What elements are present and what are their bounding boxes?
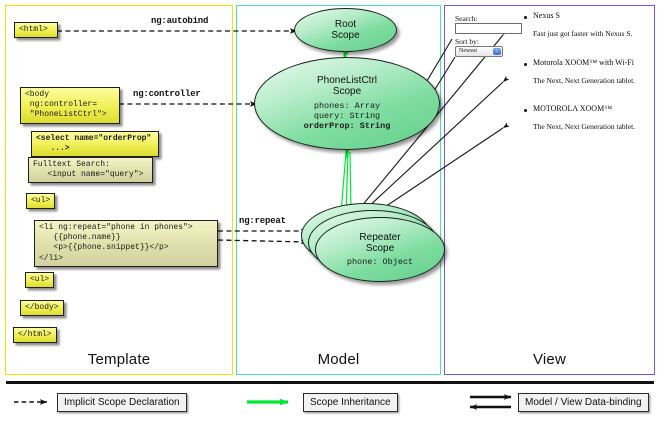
- code-box-ul-close: <ul>: [25, 272, 54, 289]
- code-box-fulltext-search: Fulltext Search: <input name="query">: [28, 157, 153, 184]
- scope-phonelistctrl-props: phones: Array query: String orderProp: S…: [304, 101, 391, 132]
- code-box-ul-open: <ul>: [26, 193, 55, 210]
- view-phone-name[interactable]: Motorola XOOM™ with Wi-Fi: [533, 58, 634, 67]
- list-bullet: [524, 16, 527, 19]
- view-search-label: Search:: [455, 14, 478, 23]
- view-phone-name[interactable]: MOTOROLA XOOM™: [533, 104, 613, 113]
- code-box-select-orderprop: <select name="orderProp" ...>: [31, 131, 159, 158]
- prop-orderprop: orderProp: String: [303, 121, 391, 132]
- prop-phone: phone: Object: [346, 257, 414, 267]
- view-phone-snippet: The Next, Next Generation tablet.: [533, 122, 636, 131]
- panel-template-label: Template: [87, 351, 151, 368]
- code-box-body-controller: <body ng:controller= "PhoneListCtrl">: [20, 87, 120, 124]
- panel-template: Template: [5, 5, 233, 375]
- view-phone-snippet: Fast just got faster with Nexus S.: [533, 29, 633, 38]
- list-bullet: [524, 109, 527, 112]
- code-box-body-close: </body>: [20, 300, 64, 317]
- legend: Implicit Scope Declaration Scope Inherit…: [0, 381, 660, 421]
- legend-divider: [6, 381, 654, 384]
- chevron-down-icon[interactable]: ↕: [493, 48, 501, 55]
- list-bullet: [524, 63, 527, 66]
- prop-phones: phones: Array: [313, 100, 381, 111]
- view-search-input[interactable]: [455, 23, 522, 34]
- edge-label-ng-controller: ng:controller: [133, 89, 201, 99]
- view-sort-label: Sort by:: [455, 37, 479, 46]
- prop-query: query: String: [313, 111, 381, 121]
- view-sort-select[interactable]: Newest ↕: [455, 46, 503, 57]
- edge-label-ng-autobind: ng:autobind: [151, 16, 209, 26]
- view-phone-snippet: The Next, Next Generation tablet.: [533, 76, 636, 85]
- legend-item-model-view-data-binding: Model / View Data-binding: [518, 393, 649, 412]
- view-sort-value: Newest: [459, 48, 477, 54]
- code-box-html-close: </html>: [13, 327, 57, 344]
- view-phone-name[interactable]: Nexus S: [533, 11, 560, 20]
- scope-repeater-props: phone: Object: [347, 257, 413, 267]
- code-box-li-ngrepeat: <li ng:repeat="phone in phones"> {{phone…: [34, 220, 218, 267]
- legend-item-implicit-scope-declaration: Implicit Scope Declaration: [57, 393, 187, 412]
- panel-model-label: Model: [317, 351, 360, 368]
- legend-item-scope-inheritance: Scope Inheritance: [303, 393, 398, 412]
- code-box-html-open: <html>: [14, 22, 58, 39]
- edge-label-ng-repeat: ng:repeat: [239, 216, 286, 226]
- panel-view-label: View: [532, 351, 567, 368]
